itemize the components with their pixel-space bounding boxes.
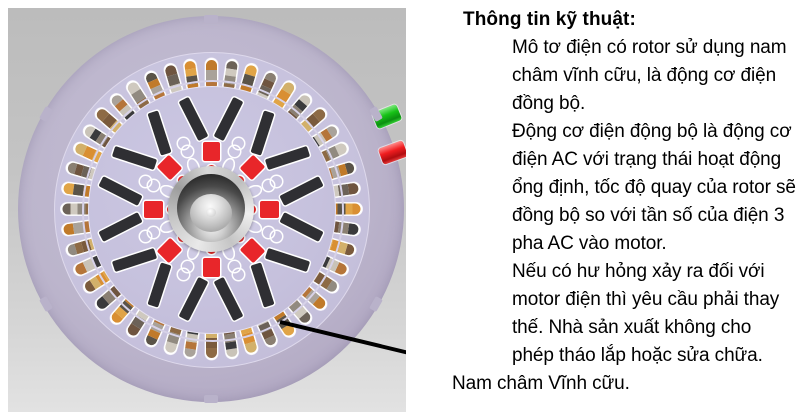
tech-info-paragraph-1: Mô tơ điện có rotor sử dụng nam châm vĩn… [512,37,787,114]
rotor-magnet-highlight [259,200,279,218]
tech-info-paragraph-2: Động cơ điện động bộ là động cơ điện AC … [512,121,796,254]
rotor-air-pocket [233,269,244,280]
shaft-center-point [206,208,216,217]
housing-alignment-notch [204,15,218,23]
tech-info-heading: Thông tin kỹ thuật: [463,9,636,30]
rotor-air-pocket [140,231,151,242]
rotor-magnet-highlight [202,141,220,161]
stator-bore-ring [82,80,344,342]
rotor-magnet-highlight [143,200,163,218]
motor-cross-section-diagram [8,8,406,412]
permanent-magnet-label: Nam châm Vĩnh cữu. [452,373,630,394]
rotor-air-pocket [271,231,282,242]
tech-info-paragraph-3: Nếu có hư hỏng xảy ra đối với motor điện… [512,261,780,366]
housing-alignment-notch [204,395,218,403]
rotor-air-pocket [233,138,244,149]
rotor-magnet-highlight [202,257,220,277]
motor-figure-panel [8,8,406,412]
technical-info-panel: Thông tin kỹ thuật: Mô tơ điện có rotor … [448,6,796,416]
